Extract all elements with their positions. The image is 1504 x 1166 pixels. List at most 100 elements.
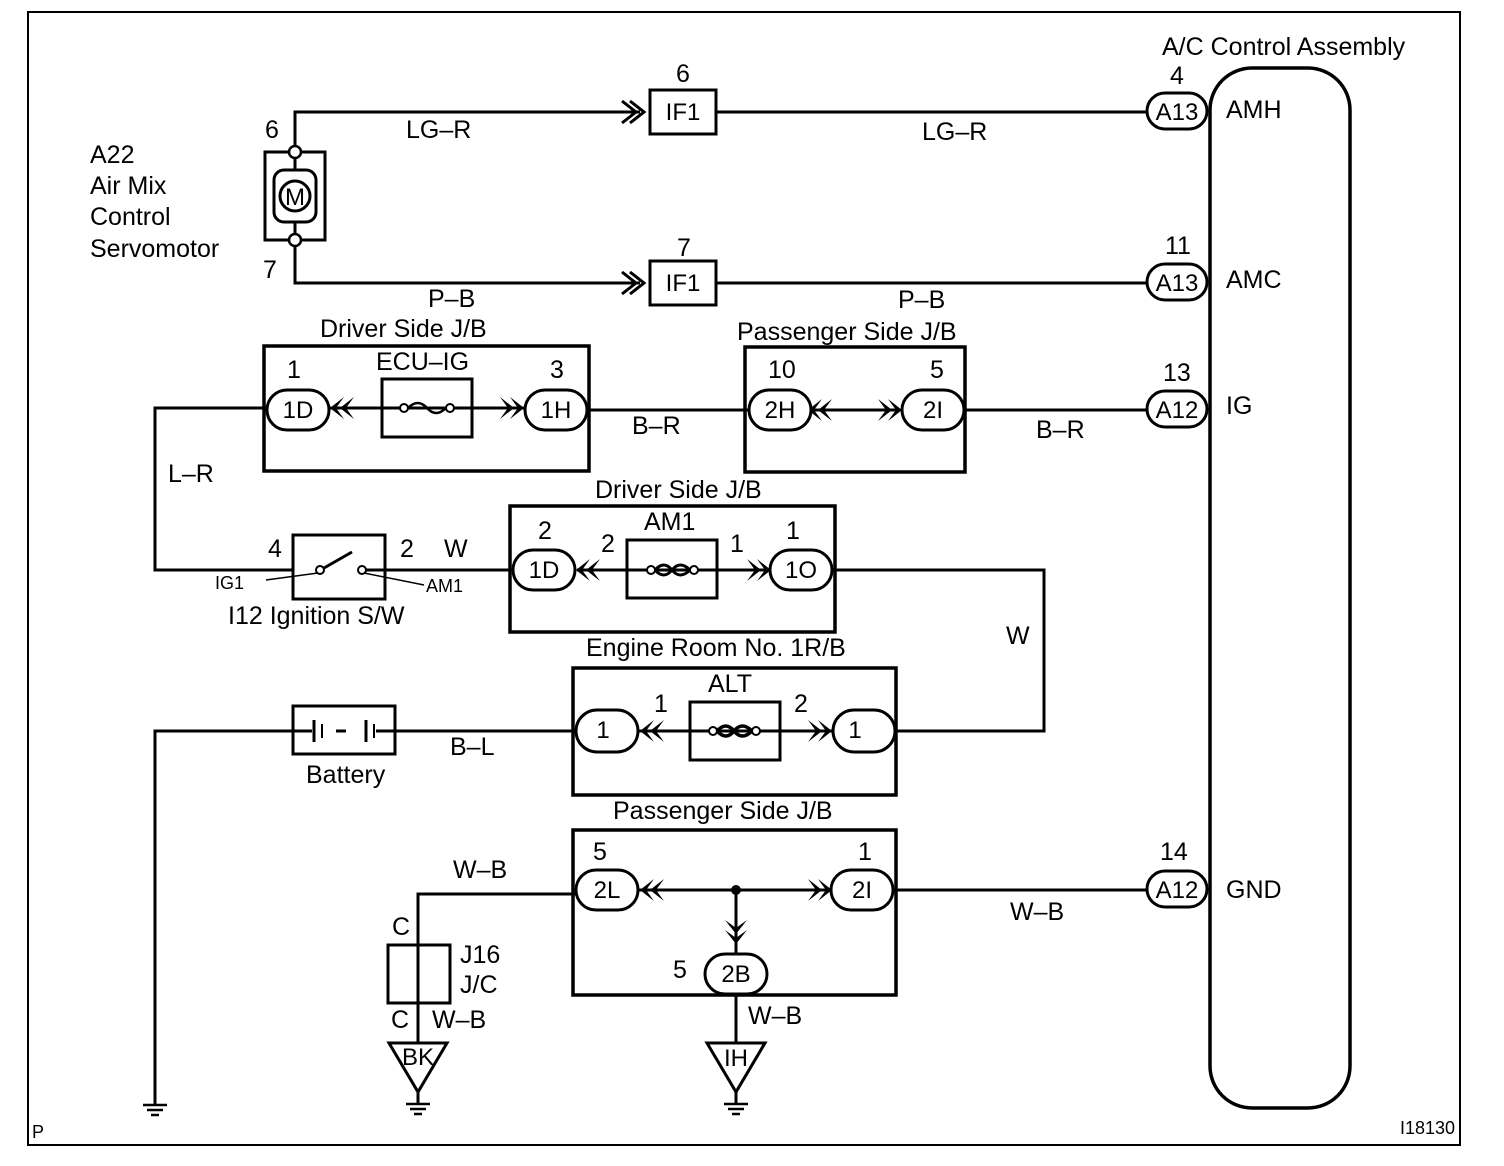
connector-1d-ecu (265, 388, 331, 432)
wire-lg-r-right-label: LG–R (922, 118, 987, 146)
ac-control-assembly: A/C Control Assembly 4 A13 AMH 11 A13 AM… (1145, 33, 1406, 1110)
connector-2h-label: 2H (765, 397, 796, 424)
wire-p-b: P–B P–B (293, 246, 1147, 314)
ecu-right-pin: 3 (550, 356, 564, 384)
ignition-switch-box (291, 533, 387, 601)
wire-w-b-right-label: W–B (1010, 898, 1064, 926)
wire-w-b-ih-label: W–B (748, 1002, 802, 1030)
connector-2l-label: 2L (594, 877, 621, 904)
connector-a12-ig-label: A12 (1156, 397, 1199, 424)
wire-l-r: L–R (153, 406, 318, 572)
wire-w: W (832, 568, 1046, 733)
driver-jb-ecu-title: Driver Side J/B (320, 315, 487, 343)
passenger-bottom-left-pin: 5 (593, 838, 607, 866)
engine-room-rb: Engine Room No. 1R/B ALT 1 1 2 1 (571, 634, 898, 797)
passenger-top-left-pin: 10 (768, 356, 796, 384)
j16-label-2: J/C (460, 971, 498, 999)
wire-w-right-label: W (1006, 622, 1030, 650)
battery-label: Battery (306, 761, 386, 789)
corner-mark: P (32, 1122, 44, 1142)
driver-jb-ecu-ig: Driver Side J/B ECU–IG 1 1D 3 1H (262, 315, 591, 473)
connector-1d-am1 (511, 548, 577, 592)
battery: Battery B–L (143, 704, 576, 1117)
passenger-jb-top-title: Passenger Side J/B (737, 318, 957, 346)
connector-a13-amh-label: A13 (1156, 99, 1199, 126)
wire-b-r-left-label: B–R (632, 412, 681, 440)
driver-jb-am1: Driver Side J/B AM1 2 2 1D 1 1 1O (508, 476, 837, 634)
connector-1o-label: 1O (785, 557, 817, 584)
passenger-bottom-2b-pin: 5 (673, 956, 687, 984)
wire-b-r-right-label: B–R (1036, 416, 1085, 444)
if1-connector-bottom: 7 IF1 (648, 234, 718, 307)
wire-l-r-label: L–R (168, 460, 214, 488)
if1-connector-top: 6 IF1 (648, 60, 718, 136)
if1-bottom-pin: 7 (677, 234, 691, 262)
alt-fuse-label: ALT (708, 670, 752, 698)
amc-pin: 11 (1165, 232, 1191, 260)
wire-w-b-jc-label: W–B (432, 1006, 486, 1034)
figure-id: I18130 (1400, 1118, 1455, 1138)
am1-left-inner-pin: 2 (601, 530, 615, 558)
connector-1d-am1-label: 1D (529, 557, 560, 584)
connector-2l (574, 868, 640, 912)
connector-2i-bottom-label: 2I (852, 877, 872, 904)
passenger-jb-top: Passenger Side J/B 10 2H 5 2I (737, 318, 967, 474)
motor-icon (278, 179, 312, 213)
ignition-switch-title: I12 Ignition S/W (228, 602, 405, 630)
am1-left-pin: 2 (538, 517, 552, 545)
ground-bk-triangle (386, 1041, 450, 1095)
ignition-switch: 4 2 IG1 AM1 I12 Ignition S/W W (215, 533, 510, 630)
air-mix-servomotor: A22 Air Mix Control Servomotor 6 7 M (90, 116, 327, 284)
servomotor-pin-top: 6 (265, 116, 279, 144)
ignition-pin-left: 4 (268, 535, 282, 563)
ignition-ig1-label: IG1 (215, 573, 244, 593)
j16-label-1: J16 (460, 941, 500, 969)
amh-pin: 4 (1170, 62, 1184, 90)
engine-room-right-connector-label: 1 (848, 717, 861, 744)
ac-control-title: A/C Control Assembly (1162, 33, 1406, 61)
ground-ih: W–B IH (704, 994, 802, 1116)
servomotor-label-4: Servomotor (90, 235, 219, 263)
am1-fuse-label: AM1 (644, 508, 695, 536)
passenger-jb-bottom-title: Passenger Side J/B (613, 797, 833, 825)
wire-p-b-right-label: P–B (898, 286, 945, 314)
ground-bk-label: BK (402, 1044, 434, 1071)
connector-a12-gnd-label: A12 (1156, 877, 1199, 904)
engine-room-left-connector-label: 1 (596, 717, 609, 744)
diagram-frame (27, 11, 1461, 1146)
ig-pin: 13 (1163, 359, 1191, 387)
if1-bottom-label: IF1 (666, 270, 701, 297)
servomotor-terminal-bottom (287, 232, 303, 248)
ground-ih-label: IH (724, 1045, 748, 1072)
motor-symbol: M (285, 184, 305, 211)
ac-control-body (1208, 66, 1352, 1110)
alt-right-inner-pin: 2 (794, 690, 808, 718)
passenger-jb-bottom: Passenger Side J/B 5 2L 1 2I 5 2B (571, 797, 898, 997)
connector-1d-ecu-label: 1D (283, 397, 314, 424)
connector-a13-amc-label: A13 (1156, 270, 1199, 297)
servomotor-label-2: Air Mix (90, 172, 167, 200)
wire-b-l-label: B–L (450, 733, 495, 761)
wire-p-b-left-label: P–B (428, 285, 475, 313)
connector-2i-top-label: 2I (923, 397, 943, 424)
gnd-pin: 14 (1160, 838, 1188, 866)
if1-top-pin: 6 (676, 60, 690, 88)
amh-terminal-name: AMH (1226, 96, 1282, 124)
wire-lg-r: LG–R LG–R (293, 99, 1147, 146)
ecu-ig-fuse-label: ECU–IG (376, 348, 469, 376)
alt-left-inner-pin: 1 (654, 690, 668, 718)
ground-ih-triangle (704, 1041, 768, 1095)
ecu-left-pin: 1 (287, 356, 301, 384)
servomotor-label-3: Control (90, 203, 171, 231)
j16-pin-top: C (392, 913, 410, 941)
passenger-bottom-right-pin: 1 (858, 838, 872, 866)
wire-lg-r-left-label: LG–R (406, 116, 471, 144)
wire-w-b: W–B W–B (416, 856, 1147, 945)
ignition-am1-label: AM1 (426, 576, 463, 596)
junction-connector-j16: C J16 J/C C W–B BK (386, 913, 500, 1116)
connector-1h-label: 1H (541, 397, 572, 424)
driver-jb-am1-title: Driver Side J/B (595, 476, 762, 504)
connector-2b-label: 2B (721, 961, 750, 988)
if1-bottom-box (648, 259, 718, 307)
